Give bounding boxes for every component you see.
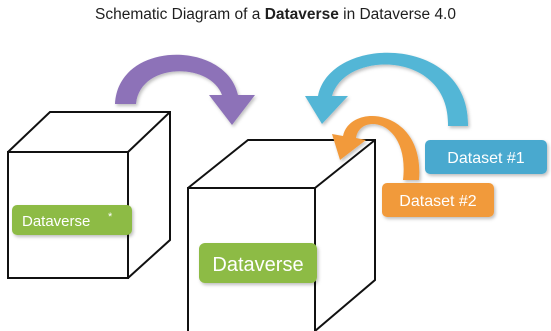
dataset1-label: Dataset #1: [425, 140, 547, 174]
small-dataverse-text: Dataverse: [22, 213, 90, 230]
diagram-title: Schematic Diagram of a Dataverse in Data…: [0, 6, 551, 24]
small-dataverse-label: Dataverse *: [12, 205, 132, 235]
title-bold: Dataverse: [264, 6, 339, 23]
title-suffix: in Dataverse 4.0: [338, 6, 456, 23]
large-dataverse-cube: [187, 139, 376, 331]
large-dataverse-label: Dataverse: [199, 243, 317, 283]
dataset1-text: Dataset #1: [447, 150, 524, 167]
small-dataverse-cube: [7, 111, 171, 279]
large-dataverse-text: Dataverse: [212, 254, 303, 276]
orange-arrow: [332, 115, 420, 180]
dataset2-text: Dataset #2: [399, 193, 476, 210]
small-dataverse-mark: *: [108, 211, 113, 223]
dataset2-label: Dataset #2: [382, 183, 494, 217]
purple-arrow: [115, 54, 255, 125]
blue-arrow: [305, 52, 469, 126]
title-prefix: Schematic Diagram of a: [94, 6, 265, 23]
